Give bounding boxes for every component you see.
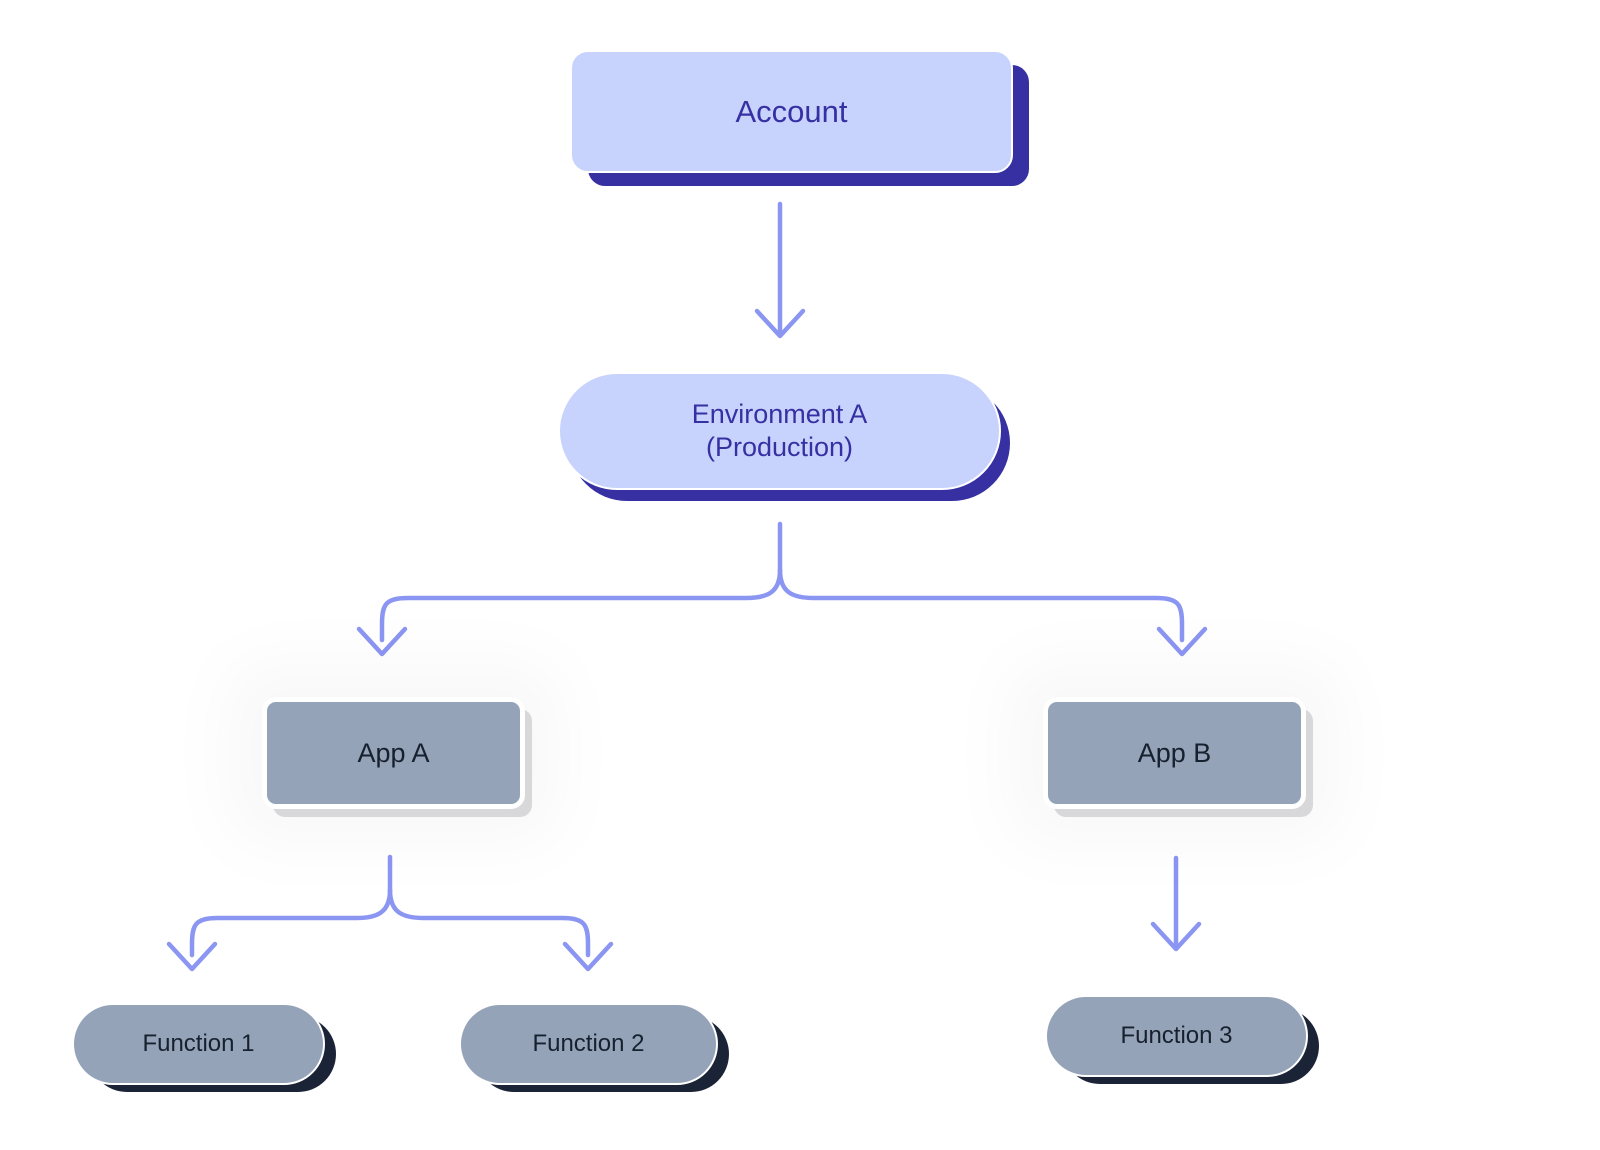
node-app-b[interactable]: App B <box>1043 697 1306 809</box>
arrowhead-app-a <box>356 626 408 657</box>
edge-appb-to-function3 <box>1150 855 1202 952</box>
node-account[interactable]: Account <box>570 50 1013 173</box>
edge-appa-to-functions <box>166 854 614 972</box>
node-function-3-label: Function 3 <box>1120 1022 1233 1050</box>
arrowhead-function-1 <box>166 941 218 972</box>
node-environment-a[interactable]: Environment A (Production) <box>558 372 1001 490</box>
node-environment-a-label: Environment A (Production) <box>691 399 868 462</box>
arrowhead-function-2 <box>562 941 614 972</box>
node-function-1[interactable]: Function 1 <box>72 1003 325 1085</box>
edge-environment-to-apps <box>356 521 1208 657</box>
node-function-2-label: Function 2 <box>532 1030 645 1058</box>
node-function-1-label: Function 1 <box>142 1030 255 1058</box>
node-function-2[interactable]: Function 2 <box>459 1003 718 1085</box>
node-app-a-label: App A <box>357 737 430 768</box>
node-app-b-label: App B <box>1137 737 1212 768</box>
node-app-a[interactable]: App A <box>262 697 525 809</box>
edge-account-to-environment <box>754 201 806 339</box>
node-account-label: Account <box>735 93 848 129</box>
arrowhead-app-b <box>1156 626 1208 657</box>
node-function-3[interactable]: Function 3 <box>1045 995 1308 1077</box>
